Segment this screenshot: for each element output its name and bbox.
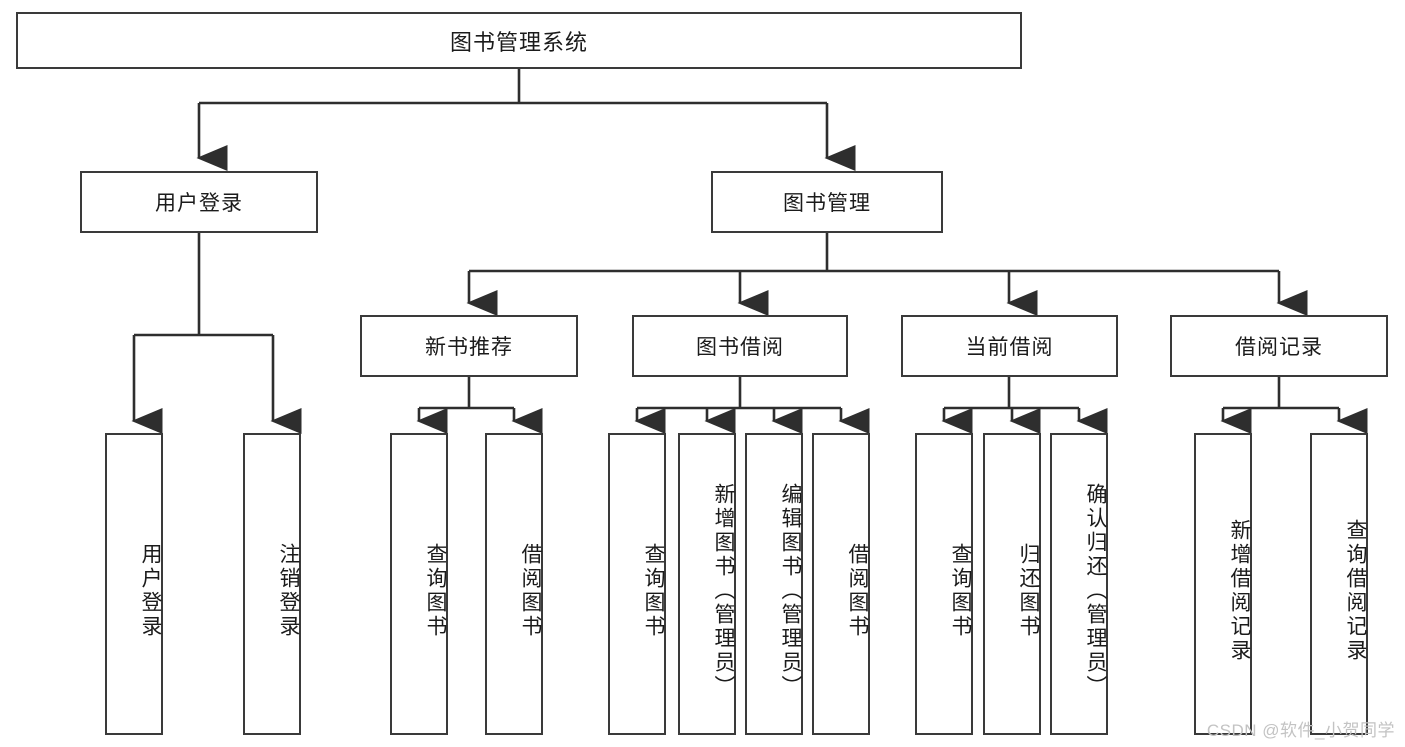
leaf-query-book-recommend[interactable]: 查询图书 bbox=[390, 433, 448, 735]
node-root[interactable]: 图书管理系统 bbox=[16, 12, 1022, 69]
leaf-return-book[interactable]: 归还图书 bbox=[983, 433, 1041, 735]
leaf-borrow-book-recommend-label: 借阅图书 bbox=[519, 543, 542, 639]
leaf-add-borrow-record[interactable]: 新增借阅记录 bbox=[1194, 433, 1252, 735]
watermark: CSDN @软件_小贺同学 bbox=[1206, 721, 1395, 740]
leaf-edit-book-admin-label: 编辑图书（管理员） bbox=[779, 483, 802, 699]
node-book-borrow[interactable]: 图书借阅 bbox=[632, 315, 848, 377]
node-current-borrow[interactable]: 当前借阅 bbox=[901, 315, 1118, 377]
leaf-borrow-book[interactable]: 借阅图书 bbox=[812, 433, 870, 735]
node-new-book-recommend-label: 新书推荐 bbox=[425, 336, 513, 359]
leaf-query-borrow-record-label: 查询借阅记录 bbox=[1344, 519, 1367, 663]
leaf-user-login-label: 用户登录 bbox=[139, 543, 162, 639]
leaf-query-book-borrow-label: 查询图书 bbox=[642, 543, 665, 639]
node-borrow-record-label: 借阅记录 bbox=[1235, 336, 1323, 359]
leaf-add-borrow-record-label: 新增借阅记录 bbox=[1228, 519, 1251, 663]
node-book-borrow-label: 图书借阅 bbox=[696, 336, 784, 359]
leaf-confirm-return-admin-label: 确认归还（管理员） bbox=[1084, 483, 1107, 699]
leaf-add-book-admin-label: 新增图书（管理员） bbox=[712, 483, 735, 699]
leaf-query-book-recommend-label: 查询图书 bbox=[424, 543, 447, 639]
leaf-user-logout[interactable]: 注销登录 bbox=[243, 433, 301, 735]
node-root-label: 图书管理系统 bbox=[449, 29, 588, 55]
node-book-management-label: 图书管理 bbox=[783, 192, 871, 215]
leaf-query-borrow-record[interactable]: 查询借阅记录 bbox=[1310, 433, 1368, 735]
node-borrow-record[interactable]: 借阅记录 bbox=[1170, 315, 1388, 377]
node-book-management[interactable]: 图书管理 bbox=[711, 171, 943, 233]
leaf-add-book-admin[interactable]: 新增图书（管理员） bbox=[678, 433, 736, 735]
leaf-borrow-book-label: 借阅图书 bbox=[846, 543, 869, 639]
leaf-user-login[interactable]: 用户登录 bbox=[105, 433, 163, 735]
leaf-edit-book-admin[interactable]: 编辑图书（管理员） bbox=[745, 433, 803, 735]
leaf-confirm-return-admin[interactable]: 确认归还（管理员） bbox=[1050, 433, 1108, 735]
node-user-login-label: 用户登录 bbox=[155, 192, 243, 215]
leaf-query-book-borrow[interactable]: 查询图书 bbox=[608, 433, 666, 735]
leaf-query-book-current[interactable]: 查询图书 bbox=[915, 433, 973, 735]
node-new-book-recommend[interactable]: 新书推荐 bbox=[360, 315, 578, 377]
leaf-return-book-label: 归还图书 bbox=[1017, 543, 1040, 639]
leaf-query-book-current-label: 查询图书 bbox=[949, 543, 972, 639]
node-user-login[interactable]: 用户登录 bbox=[80, 171, 318, 233]
node-current-borrow-label: 当前借阅 bbox=[965, 336, 1054, 359]
leaf-user-logout-label: 注销登录 bbox=[277, 543, 300, 639]
leaf-borrow-book-recommend[interactable]: 借阅图书 bbox=[485, 433, 543, 735]
